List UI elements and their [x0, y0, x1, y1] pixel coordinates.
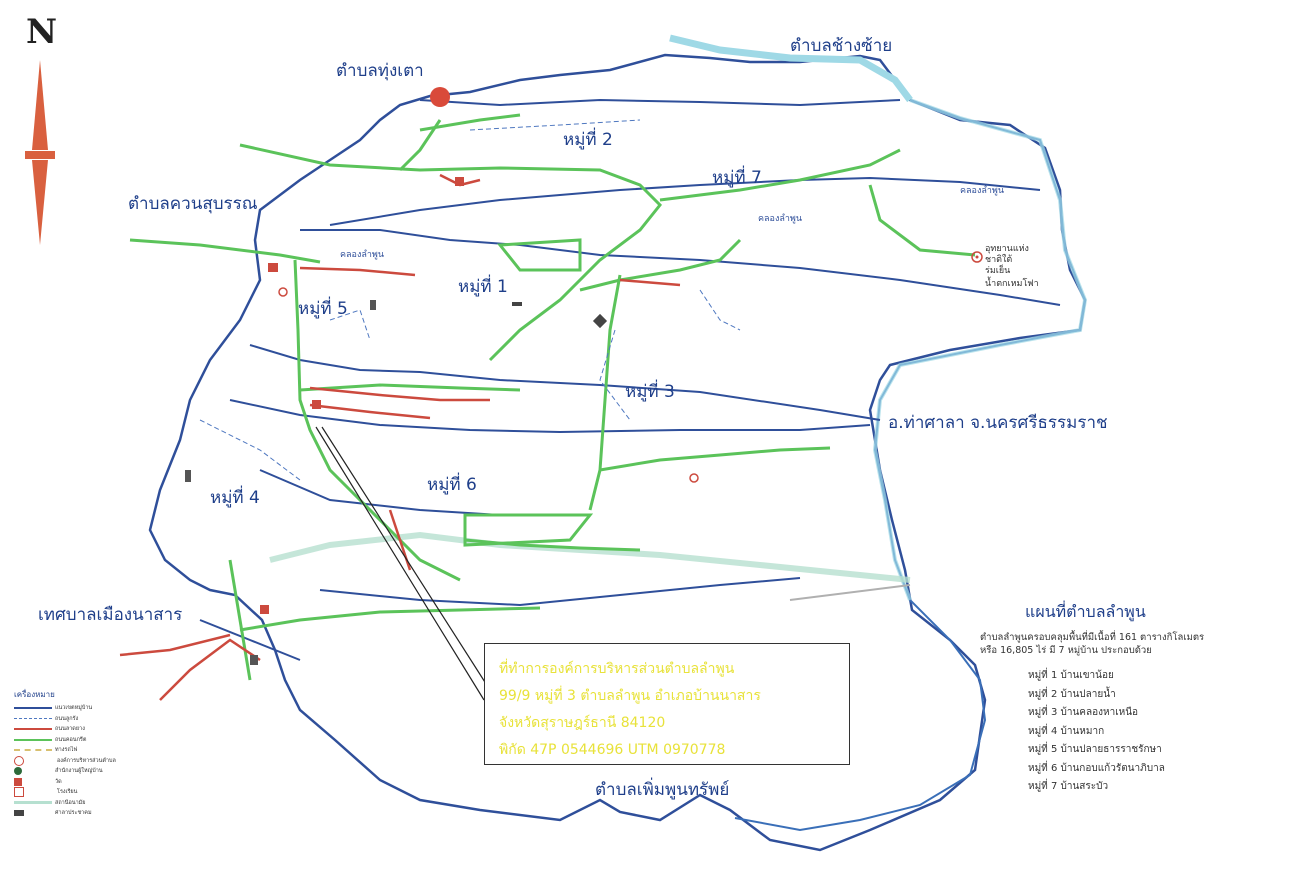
label-tambon-phoem-phun-sap: ตำบลเพิ่มพูนทรัพย์ — [595, 780, 730, 800]
laterite-roads — [199, 119, 741, 481]
legend-row: ถนนลาดยาง — [14, 724, 144, 735]
legend-title: เครื่องหมาย — [14, 690, 55, 699]
label-moo-1: หมู่ที่ 1 — [458, 277, 508, 297]
legend-label: แนวเขตหมู่บ้าน — [55, 705, 93, 712]
legend-row: สำนักงานผู้ใหญ่บ้าน — [14, 766, 144, 777]
legend-row: แนวเขตหมู่บ้าน — [14, 703, 144, 714]
legend-row: สถานีอนามัย — [14, 798, 144, 809]
hq-address-box: ที่ทำการองค์การบริหารส่วนตำบลลำพูน 99/9 … — [484, 643, 850, 765]
concrete-roads — [129, 113, 976, 681]
temple-icon — [260, 605, 269, 614]
legend-label: วัด — [55, 778, 62, 785]
label-moo-6: หมู่ที่ 6 — [427, 475, 477, 495]
reservoir-icon — [430, 87, 450, 107]
hq-leader-lines — [315, 426, 491, 701]
hq-line-4: พิกัด 47P 0544696 UTM 0970778 — [499, 742, 726, 758]
temple-icon — [268, 263, 278, 272]
map-info-panel: แผนที่ตำบลลำพูน ตำบลลำพูนครอบคลุมพื้นที่… — [980, 600, 1280, 797]
label-tambon-chang-sai: ตำบลช้างซ้าย — [790, 36, 893, 56]
river-east-fill — [872, 98, 1088, 601]
inner-boundaries — [199, 98, 1061, 661]
label-tessaban-nasan: เทศบาลเมืองนาสาร — [38, 605, 183, 625]
label-moo-3: หมู่ที่ 3 — [625, 382, 675, 402]
north-arrow-icon — [25, 60, 55, 245]
label-tha-sala: อ.ท่าศาลา จ.นครศรีธรรมราช — [888, 413, 1108, 433]
office-icon — [370, 300, 376, 310]
list-item: หมู่ที่ 6 บ้านกอบแก้วรัตนาภิบาล — [1028, 762, 1165, 774]
map-info-title: แผนที่ตำบลลำพูน — [1025, 602, 1146, 621]
temple-icon — [312, 400, 321, 409]
list-item: หมู่ที่ 5 บ้านปลายธารราชรักษา — [1028, 744, 1162, 755]
legend-label: ถนนลูกรัง — [55, 715, 79, 722]
park-icon — [971, 251, 983, 263]
canal-south — [269, 531, 911, 583]
legend-row: ทางรถไฟ — [14, 745, 144, 756]
label-moo-4: หมู่ที่ 4 — [210, 488, 260, 508]
grey-line-south — [789, 584, 911, 601]
legend-row: องค์การบริหารส่วนตำบล — [14, 755, 144, 767]
map-legend: เครื่องหมาย แนวเขตหมู่บ้าน ถนนลูกรัง ถนน… — [14, 688, 144, 819]
north-indicator: N — [26, 12, 58, 52]
label-khlong-lamphun: คลองลำพูน — [758, 214, 802, 224]
legend-label: องค์การบริหารส่วนตำบล — [57, 757, 116, 764]
list-item: หมู่ที่ 3 บ้านคลองหาเหนือ — [1028, 707, 1139, 718]
legend-label: โรงเรียน — [57, 789, 78, 796]
hq-line-3: จังหวัดสุราษฎร์ธานี 84120 — [499, 715, 666, 731]
label-khlong-lamphun: คลองลำพูน — [340, 250, 384, 260]
legend-label: สำนักงานผู้ใหญ่บ้าน — [55, 768, 103, 775]
legend-row: วัด — [14, 777, 144, 788]
office-icon — [185, 470, 191, 482]
label-moo-7: หมู่ที่ 7 — [712, 168, 762, 188]
label-tambon-thung-tao: ตำบลทุ่งเตา — [336, 61, 424, 81]
health-station-icon — [689, 473, 699, 483]
legend-label: ทางรถไฟ — [55, 747, 78, 754]
label-waterfall: น้ำตกเหมโฟา — [985, 279, 1039, 289]
office-icon — [250, 655, 258, 665]
school-icon — [278, 287, 288, 297]
legend-row: ถนนคอนกรีต — [14, 735, 144, 746]
label-moo-5: หมู่ที่ 5 — [298, 299, 348, 319]
office-icon — [512, 302, 522, 306]
village-list: หมู่ที่ 1 บ้านเขาน้อย หมู่ที่ 2 บ้านปลาย… — [1028, 667, 1280, 797]
legend-row: ศาลาประชาคม — [14, 808, 144, 819]
legend-label: สถานีอนามัย — [55, 799, 86, 806]
label-moo-2: หมู่ที่ 2 — [563, 130, 613, 150]
list-item: หมู่ที่ 7 บ้านสระบัว — [1028, 781, 1109, 792]
list-item: หมู่ที่ 2 บ้านปลายน้ำ — [1028, 688, 1116, 700]
map-info-desc-1: ตำบลลำพูนครอบคลุมพื้นที่มีเนื้อที่ 161 ต… — [980, 632, 1205, 643]
hall-icon — [592, 313, 608, 329]
legend-row: ถนนลูกรัง — [14, 714, 144, 725]
legend-row: โรงเรียน — [14, 787, 144, 798]
list-item: หมู่ที่ 4 บ้านหมาก — [1028, 725, 1105, 737]
legend-label: ศาลาประชาคม — [55, 810, 92, 817]
hq-line-2: 99/9 หมู่ที่ 3 ตำบลลำพูน อำเภอบ้านนาสาร — [499, 688, 761, 704]
river-chang-sai — [669, 34, 913, 103]
map-info-desc-2: หรือ 16,805 ไร่ มี 7 หมู่บ้าน ประกอบด้วย — [980, 645, 1152, 656]
hq-line-1: ที่ทำการองค์การบริหารส่วนตำบลลำพูน — [499, 661, 735, 677]
label-national-park: อุทยานแห่งชาติใต้ร่มเย็น — [985, 244, 1029, 276]
temple-icon — [455, 177, 464, 186]
list-item: หมู่ที่ 1 บ้านเขาน้อย — [1028, 670, 1114, 681]
legend-label: ถนนคอนกรีต — [55, 736, 87, 743]
legend-label: ถนนลาดยาง — [55, 726, 85, 733]
label-khlong-lamphun: คลองลำพูน — [960, 186, 1004, 196]
label-tambon-khuan-suban: ตำบลควนสุบรรณ — [128, 194, 258, 214]
subdistrict-boundary — [148, 53, 1087, 852]
